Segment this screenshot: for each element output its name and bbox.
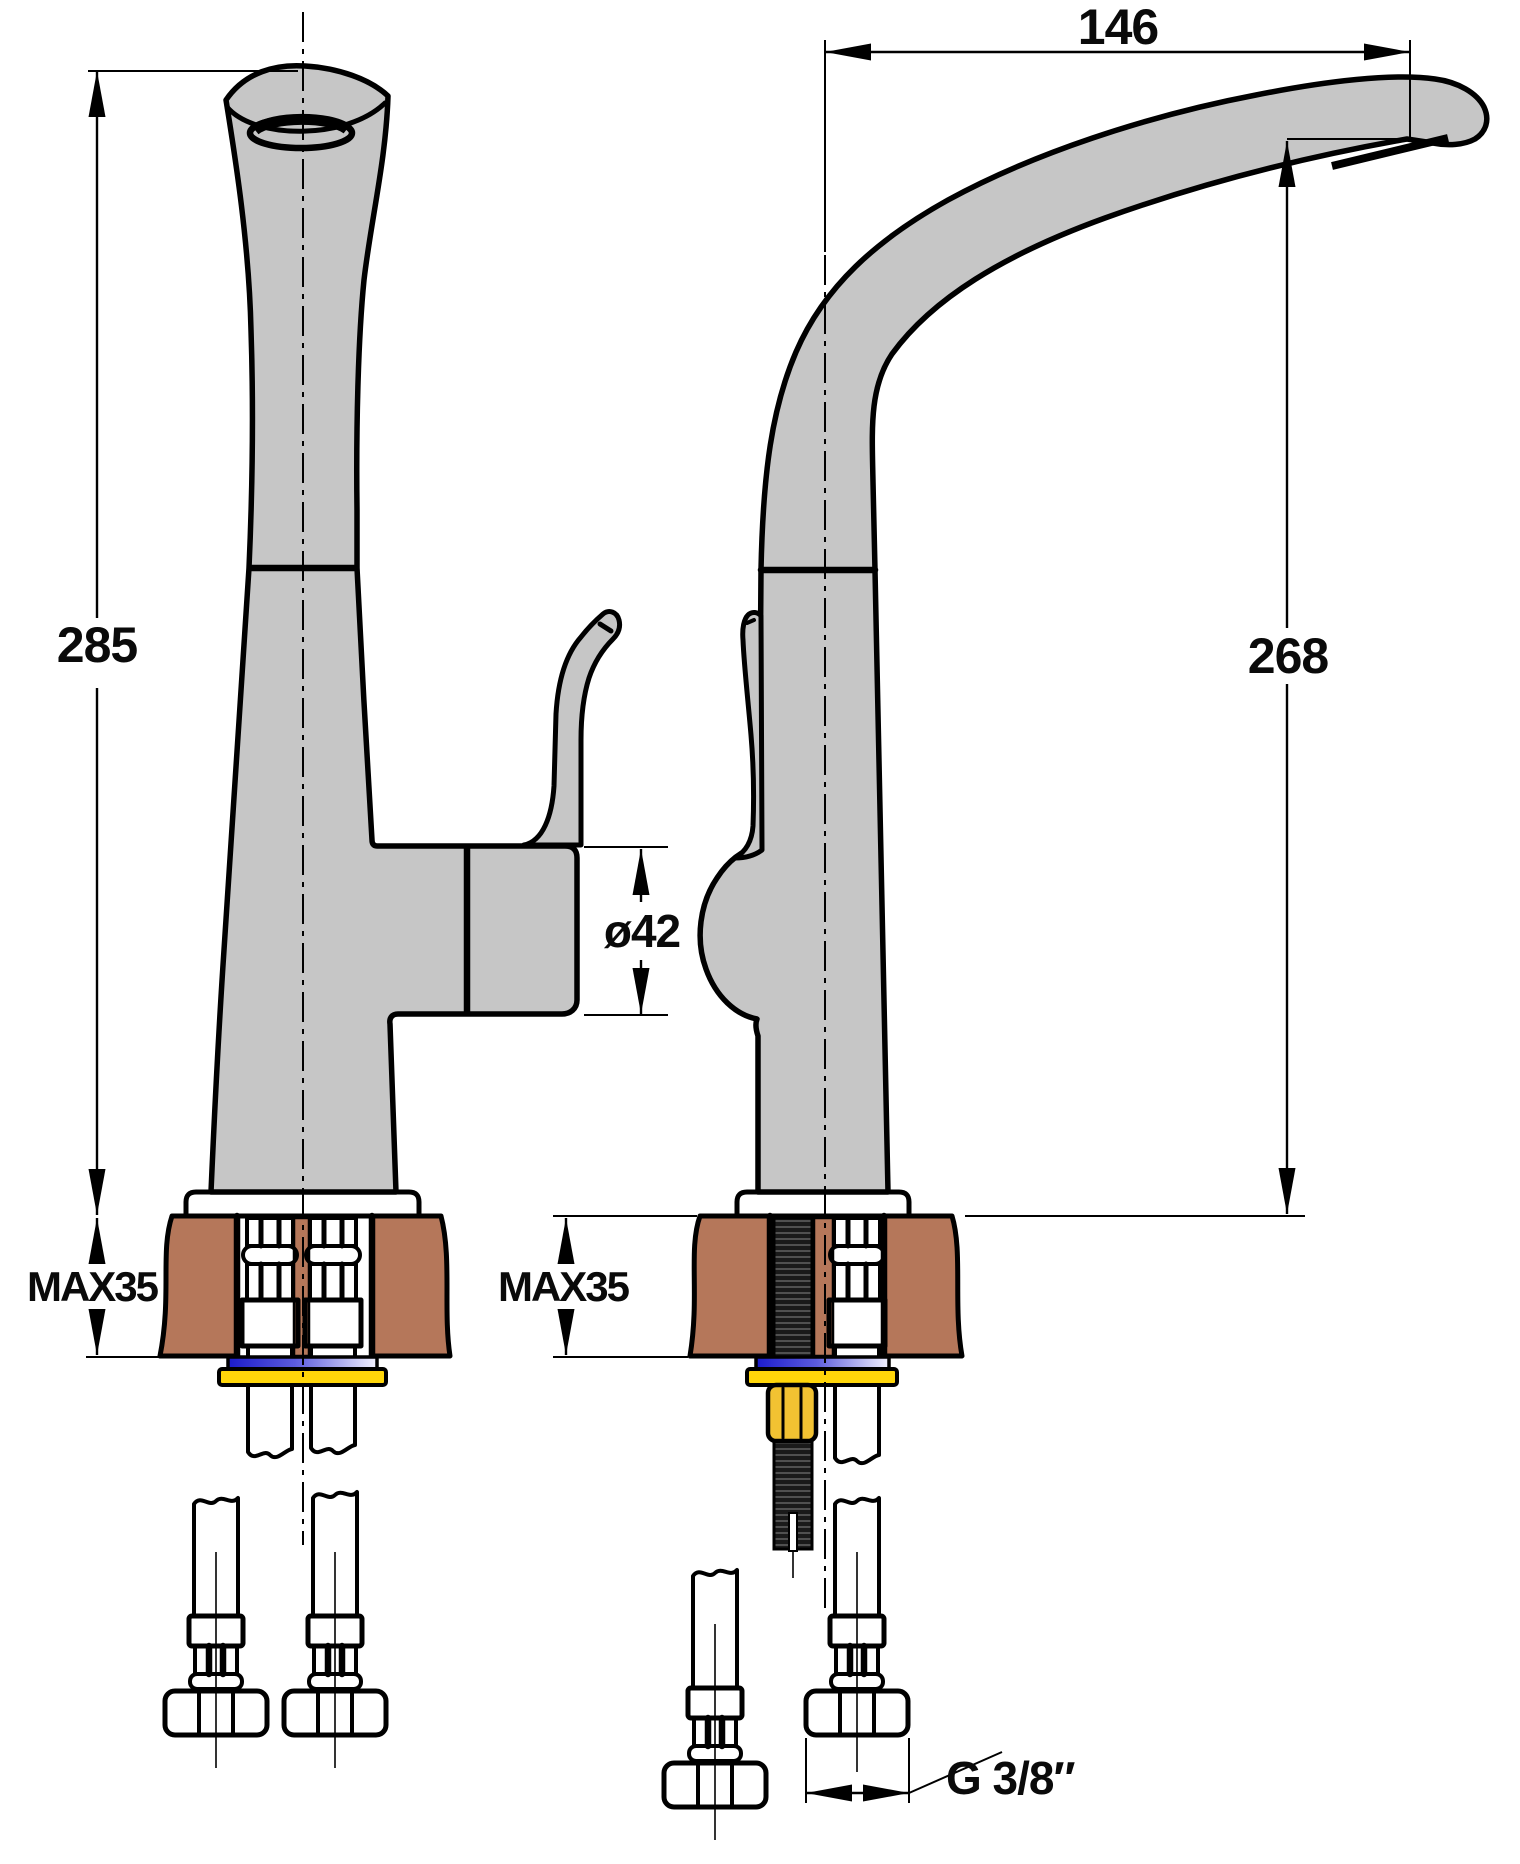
arrow-down-icon — [88, 1169, 106, 1215]
label-diameter-42: ø42 — [604, 905, 680, 957]
supply-hose-lower-left — [192, 1496, 240, 1618]
countertop-right-hatch — [881, 1213, 965, 1359]
countertop-right-hatch — [369, 1213, 453, 1359]
front-view — [157, 12, 623, 1768]
arrow-left-icon — [825, 43, 871, 61]
arrow-up-icon — [632, 849, 650, 895]
lever-tip-mark — [745, 618, 756, 625]
dim-reach-146: 146 — [824, 0, 1411, 252]
dim-deck-max35-side: MAX35 — [498, 1215, 697, 1358]
countertop-left-piece — [160, 1216, 237, 1356]
base-flange — [183, 1189, 422, 1219]
base-flange — [734, 1189, 912, 1219]
leader-line — [908, 1751, 1003, 1794]
handle-lever-side — [732, 610, 765, 861]
countertop-left-piece — [690, 1216, 770, 1356]
dim-outlet-height-268: 268 — [965, 138, 1412, 1217]
label-268: 268 — [1248, 628, 1329, 684]
dim-diameter-42: ø42 — [584, 846, 681, 1016]
dim-deck-max35-front: MAX35 — [27, 1218, 162, 1358]
aerator — [1331, 134, 1449, 170]
supply-hose-upper-left — [246, 1344, 294, 1460]
label-285: 285 — [57, 617, 138, 673]
label-g38: G 3/8″ — [946, 1752, 1076, 1804]
arrow-up-icon — [88, 1218, 106, 1264]
arrow-down-icon — [88, 1309, 106, 1355]
spray-outlet-rim — [251, 113, 351, 135]
countertop-right-piece — [884, 1216, 962, 1356]
supply-hose-lower-right — [833, 1496, 881, 1618]
supply-hose-lower-left — [691, 1568, 739, 1690]
dimensions: 285 MAX35 ø42 146 — [27, 0, 1412, 1804]
arrow-up-icon — [88, 71, 106, 117]
dim-height-285: 285 — [57, 70, 298, 1215]
arrow-left-icon — [806, 1784, 852, 1802]
handle-lever-front — [521, 609, 623, 848]
countertop-right-piece — [372, 1216, 450, 1356]
arrow-right-icon — [1364, 43, 1410, 61]
label-max35-side: MAX35 — [498, 1263, 630, 1310]
supply-hose-upper-right — [309, 1344, 357, 1456]
lever-tip-mark — [597, 621, 614, 634]
arrow-down-icon — [632, 968, 650, 1014]
stud-slot — [788, 1512, 798, 1552]
mounting-nut-brass — [765, 1382, 819, 1444]
supply-hose-lower-right — [311, 1490, 359, 1618]
side-view — [664, 74, 1490, 1840]
arrow-up-icon — [1278, 141, 1296, 187]
countertop-left-hatch — [687, 1213, 773, 1359]
supply-hose-upper — [833, 1344, 881, 1466]
faucet-body-side — [697, 74, 1490, 1195]
arrow-down-icon — [1278, 1168, 1296, 1214]
sealing-washer-yellow — [745, 1367, 899, 1387]
label-146: 146 — [1078, 0, 1158, 55]
dim-thread-g38: G 3/8″ — [805, 1738, 1077, 1804]
arrow-up-icon — [557, 1218, 575, 1264]
label-max35-front: MAX35 — [27, 1263, 159, 1310]
arrow-down-icon — [557, 1309, 575, 1355]
arrow-right-icon — [863, 1784, 909, 1802]
countertop-left-hatch — [157, 1213, 240, 1359]
